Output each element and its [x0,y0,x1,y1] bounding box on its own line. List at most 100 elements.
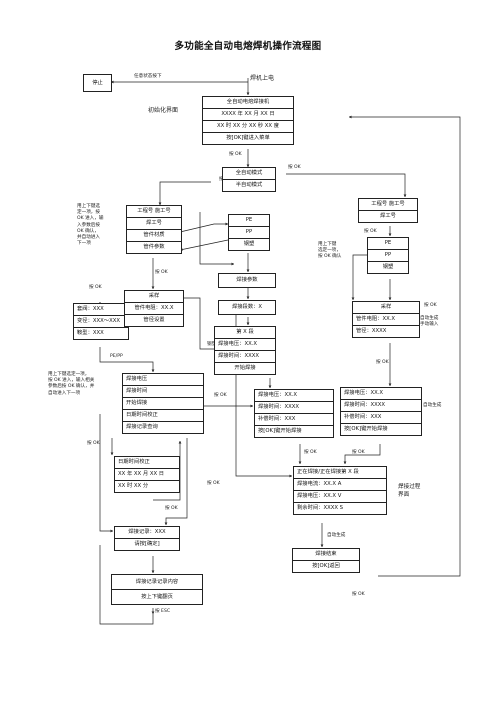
material-right-pp[interactable]: PP [368,250,408,262]
date-fix-box: 日期时间校正 XX 年 XX 月 XX 日 XX 时 XX 分 [114,456,180,493]
stage-start[interactable]: 开始焊接 [234,365,256,371]
note-right-select: 用上下键 选定一项， 按 OK 确认 [318,242,342,260]
connector-steel-right-to-sample [351,254,367,301]
work-left-params[interactable]: 管件参数 [143,244,165,250]
weld-end-title: 焊接结束 [293,549,359,561]
confirm-mid-start[interactable]: 按[OK]键开始焊接 [258,428,302,434]
menu-left-time[interactable]: 焊接时间 [123,386,203,398]
ok-label-record: 按 OK [207,481,220,486]
material-left-pp[interactable]: PP [229,227,269,239]
params-left-reducer[interactable]: 变径：XXX～XXX [74,316,128,328]
record-content-title: 焊接记录记录内容 [112,575,202,590]
power-on-label: 焊机上电 [250,75,275,82]
connector-query-to-record [164,438,188,526]
ok-label-semi2: 按 OK [364,229,377,234]
ok-label-weld1: 按 OK [304,450,317,455]
record-content-box: 焊接记录记录内容 按上下键翻页 [111,574,203,605]
confirm-right-start[interactable]: 按[OK]键开始焊接 [344,426,388,432]
work-left-material[interactable]: 管件材质 [127,230,181,242]
material-right-pe[interactable]: PE [368,238,408,250]
weld-param-box: 焊接参数 [218,273,276,288]
menu-left-voltage[interactable]: 焊接电压 [123,374,203,386]
auto-gen-label: 自动生成 [423,403,442,408]
material-left-pe[interactable]: PE [229,215,269,227]
ok-label-pipe: 按 OK [155,270,168,275]
record-box: 焊接记录：XXX 请按[确定] [114,526,180,551]
connector-left-to-record [99,414,114,533]
work-left-box: 工程号 施工号 焊工号 管件材质 管件参数 [126,205,182,254]
welding-status: 正在焊接/正在焊接第 X 段 [294,467,386,479]
sample-left-diameter[interactable]: 管径设置 [143,317,165,323]
record-content-page[interactable]: 按上下键翻页 [141,594,173,600]
stage-box: 第 X 段 焊接电压：XX.X 焊接时间：XXXX 开始焊接 [214,326,276,375]
weld-end-box: 焊接结束 按[OK]返回 [292,548,360,573]
note-left-select: 用上下键选 定一项，按 OK 进入，输 入参数后按 OK 确认， 并自动进入 下… [77,204,104,247]
work-right-welder[interactable]: 焊工号 [380,213,396,219]
sample-left-resistance: 管件电阻：XX.X [125,303,183,315]
stage-voltage[interactable]: 焊接电压：XX.X [215,339,275,351]
ok-label-menu: 按 OK [214,393,227,398]
work-right-box: 工程号 施工号 焊工号 [358,198,418,223]
material-left-box: PE PP 钢塑 [228,214,270,251]
menu-left-start[interactable]: 开始焊接 [123,398,203,410]
esc-label: 按 ESC [155,609,171,614]
confirm-mid-comp: 补偿时间：XXX [255,414,333,426]
init-row-4: 按[OK]键进入菜单 [226,135,270,141]
welding-box: 正在焊接/正在焊接第 X 段 焊接电流：XX.X A 焊接电压：XX.X V 剩… [293,466,387,515]
date-fix-time[interactable]: XX 时 XX 分 [118,483,149,489]
ok-label-right-sample: 按 OK [424,303,437,308]
sample-right-title: 采样 [353,302,419,314]
stage-time[interactable]: 焊接时间：XXXX [215,351,275,363]
record-title: 焊接记录：XXX [115,527,179,539]
pe-pp-label: PE/PP [110,354,123,359]
params-left-sleeve[interactable]: 套阀：XXX [74,304,128,316]
ok-label-params: 按 OK [89,285,102,290]
ok-label-right-confirm: 按 OK [376,360,389,365]
ok-label-init: 按 OK [229,152,242,157]
material-right-steel[interactable]: 钢塑 [382,264,394,270]
stop-label: 停止 [92,80,103,86]
params-left-saddle[interactable]: 鞍型：XXX [77,330,104,336]
sample-left-title: 采样 [125,291,183,303]
mode-full-auto[interactable]: 全自动模式 [223,168,275,180]
ok-label-weld2: 按 OK [352,450,365,455]
connector-params-to-menu [99,347,155,373]
ok-label-date: 按 OK [87,441,100,446]
record-confirm[interactable]: 请按[确定] [134,541,160,547]
sample-right-diameter[interactable]: 管径：XXXX [356,328,387,334]
auto-gen-label-2: 自动生成 [327,533,346,538]
menu-left-box: 焊接电压 焊接时间 开始焊接 日期时间校正 焊接记录查询 [122,373,204,434]
sample-left-box: 采样 管件电阻：XX.X 管径设置 [124,290,184,327]
weld-stage-count[interactable]: 焊接段数：X [231,304,263,310]
init-box: 全自动电熔焊接机 XXXX 年 XX 月 XX 日 XX 时 XX 分 XX 秒… [202,96,294,145]
confirm-right-box: 焊接电压：XX.X 焊接时间：XXXX 补偿时间：XXX 按[OK]键开始焊接 [340,387,422,436]
auto-or-manual-label: 自动生成 手动输入 [420,316,439,328]
work-left-welder[interactable]: 焊工号 [127,218,181,230]
connector-work-to-material [179,222,229,233]
mode-semi-auto[interactable]: 半自动模式 [235,182,263,188]
material-left-steel[interactable]: 钢塑 [243,241,255,247]
material-right-box: PE PP 钢塑 [367,237,409,274]
confirm-mid-box: 焊接电压：XX.X 焊接时间：XXXX 补偿时间：XXX 按[OK]键开始焊接 [254,389,334,438]
weld-stage-count-box: 焊接段数：X [218,300,276,315]
date-fix-date[interactable]: XX 年 XX 月 XX 日 [115,469,179,481]
work-right-project[interactable]: 工程号 施工号 [359,199,417,211]
init-screen-label: 初始化界面 [148,107,179,114]
init-row-2: XXXX 年 XX 月 XX 日 [203,109,293,121]
page-title: 多功能全自动电熔焊机操作流程图 [174,41,322,52]
welding-remaining: 剩余时间：XXXX S [297,505,344,511]
connector-material-to-work [179,239,229,251]
work-left-project[interactable]: 工程号 施工号 [127,206,181,218]
connector-esc-loop [99,545,154,625]
menu-left-date-fix[interactable]: 日期时间校正 [123,410,203,422]
confirm-mid-time: 焊接时间：XXXX [255,402,333,414]
ok-label-auto: 按 OK [288,165,301,170]
connector-end-to-init [348,115,461,577]
connector-steel-to-weldparam [199,212,235,266]
confirm-mid-voltage: 焊接电压：XX.X [255,390,333,402]
welding-current: 焊接电流：XX.X A [294,479,386,491]
weld-end-return[interactable]: 按[OK]返回 [312,563,340,569]
confirm-right-voltage: 焊接电压：XX.X [341,388,421,400]
menu-left-record-query[interactable]: 焊接记录查询 [126,424,158,430]
